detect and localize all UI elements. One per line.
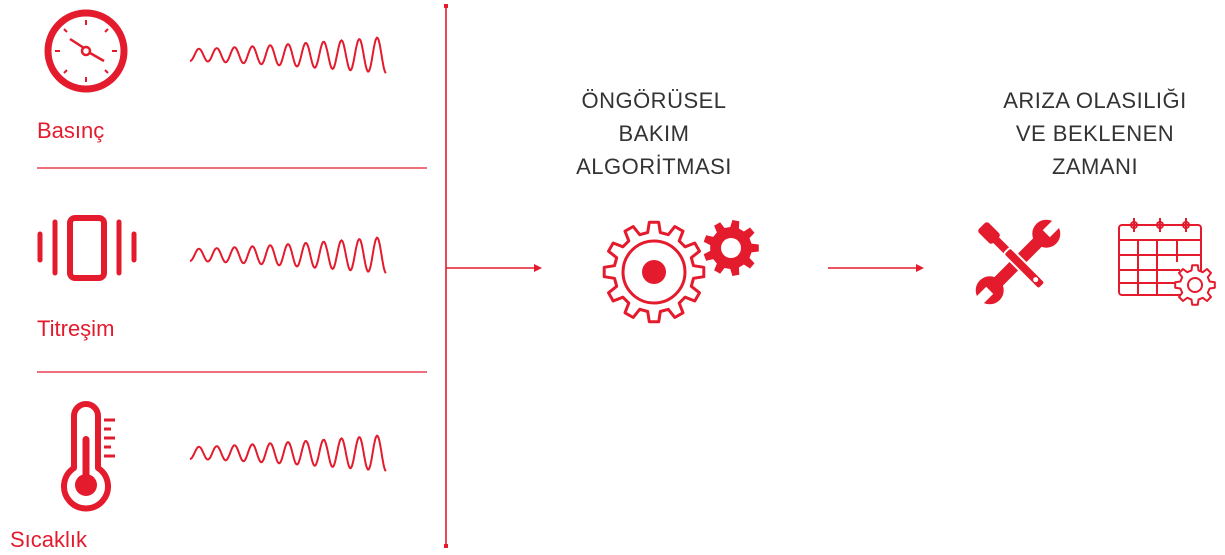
thermometer-icon — [61, 401, 115, 512]
gauge-icon — [44, 9, 128, 93]
arrow-to-algorithm — [446, 264, 542, 272]
result-title: ARIZA OLASILIĞI VE BEKLENEN ZAMANI — [975, 84, 1215, 183]
sensor-label-temperature: Sıcaklık — [10, 527, 88, 552]
result-title-line: VE BEKLENEN — [1015, 121, 1175, 146]
result-title-line: ARIZA OLASILIĞI — [1003, 88, 1187, 113]
result-title-line: ZAMANI — [1051, 154, 1139, 179]
vibration-icon — [37, 215, 137, 281]
sensor-label-pressure: Basınç — [37, 118, 105, 143]
sensor-label-vibration: Titreşim — [37, 316, 115, 341]
wrench-screwdriver-icon — [973, 217, 1063, 307]
arrow-to-result — [828, 264, 924, 272]
wave-signal-icon — [189, 236, 387, 274]
algorithm-title-line: ALGORİTMASI — [576, 154, 732, 179]
algorithm-title-line: ÖNGÖRÜSEL — [581, 88, 727, 113]
gears-icon — [602, 220, 759, 324]
algorithm-title-line: BAKIM — [618, 121, 690, 146]
algorithm-title: ÖNGÖRÜSEL BAKIM ALGORİTMASI — [559, 84, 749, 183]
wave-signal-icon — [189, 36, 387, 74]
wave-signal-icon — [189, 434, 387, 472]
collector-cap-bottom — [444, 544, 448, 548]
collector-cap-top — [444, 4, 448, 8]
calendar-gear-icon — [1118, 218, 1216, 306]
